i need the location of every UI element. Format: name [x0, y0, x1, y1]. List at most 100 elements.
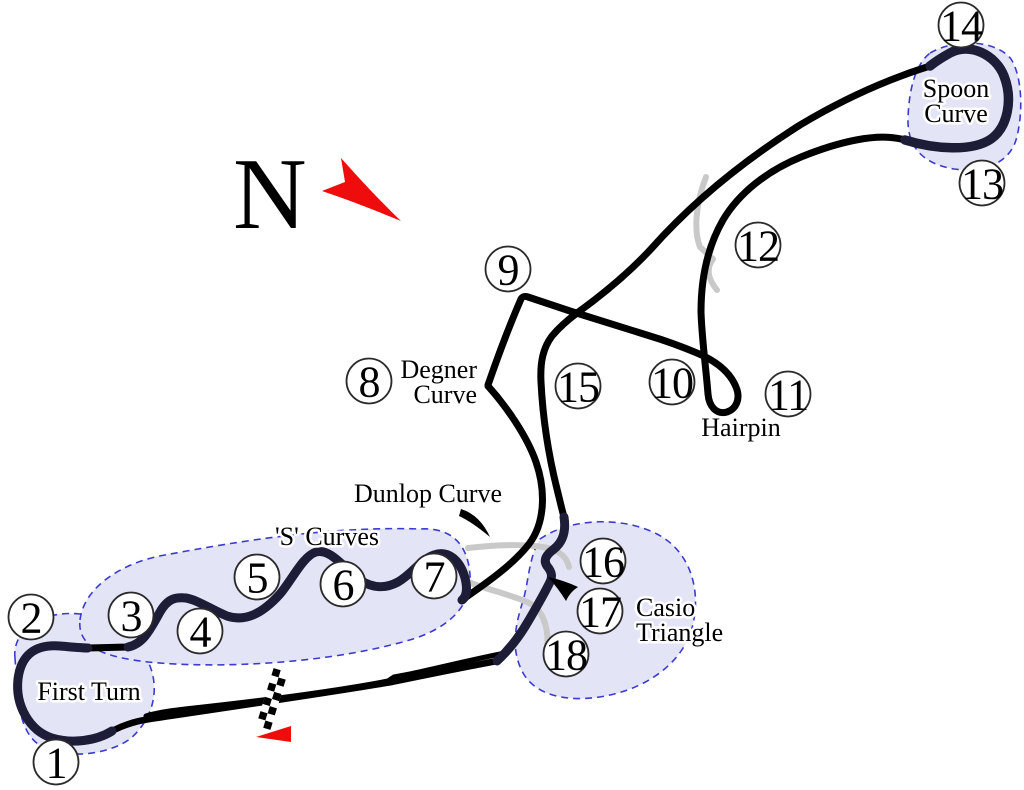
checker-square — [269, 675, 279, 685]
checker-square — [267, 706, 277, 716]
turn-marker-12: 12 — [734, 221, 782, 271]
dunlop-pointer-icon — [459, 509, 490, 537]
checker-square — [265, 713, 275, 723]
compass-north-arrow — [322, 158, 401, 221]
corner-label-degner-line2: Curve — [413, 380, 477, 409]
corner-label-casio-line2: Triangle — [636, 618, 723, 647]
corner-label-casio-line1: Casio — [636, 593, 695, 622]
track-highlighted — [13, 44, 1014, 746]
corner-label-spoon-line1: Spoon — [923, 74, 989, 103]
turn-number: 18 — [545, 631, 587, 680]
checker-square — [274, 684, 284, 695]
track-first-turn-loop — [13, 641, 117, 746]
turn-number: 17 — [579, 588, 621, 637]
turn-number: 5 — [247, 554, 268, 603]
turn-circle — [32, 738, 80, 786]
track-main-straight — [110, 657, 501, 734]
checker-square — [264, 689, 275, 699]
turn-circle — [542, 630, 590, 678]
start-finish-line — [256, 668, 288, 730]
label-pointers — [459, 509, 578, 601]
turn-circle — [734, 221, 782, 269]
turn-circle — [345, 357, 393, 405]
checker-square — [256, 718, 266, 728]
turn-circle — [107, 591, 155, 639]
checker-square — [271, 668, 281, 678]
highlight-regions — [14, 42, 1022, 755]
turn-number: 15 — [557, 363, 599, 412]
compass: N — [233, 138, 401, 251]
track-dunlop-degner-hairpin-spoon-approach — [458, 133, 909, 604]
checker-square — [269, 699, 280, 709]
turn-circle — [484, 245, 532, 293]
corner-label-spoon-line2: Curve — [924, 99, 988, 128]
turn-marker-14: 14 — [937, 1, 985, 51]
turn-circle — [319, 560, 367, 608]
turn-marker-6: 6 — [319, 560, 367, 610]
turn-number: 4 — [190, 608, 212, 657]
turn-number: 6 — [333, 561, 354, 610]
checker-square — [263, 720, 273, 730]
checker-square — [262, 696, 272, 707]
track-back-straight-130r — [537, 62, 934, 521]
turn-marker-16: 16 — [579, 537, 627, 587]
turn-number: 11 — [768, 371, 808, 420]
casio-pointer-icon — [548, 577, 578, 601]
turn-circle — [764, 370, 812, 418]
turn-circle — [579, 537, 627, 585]
track-turn3-link — [84, 643, 132, 652]
turn-circle — [233, 553, 281, 601]
turn-number: 14 — [940, 2, 983, 51]
turn-marker-10: 10 — [648, 358, 696, 408]
checker-square — [260, 703, 270, 714]
turn-number: 10 — [651, 359, 693, 408]
turn-marker-5: 5 — [233, 553, 281, 603]
track-casio-chicane — [492, 512, 570, 666]
corner-label-dunlop: Dunlop Curve — [354, 479, 502, 508]
corner-label-degner-line1: Degner — [400, 355, 477, 384]
turn-number: 8 — [359, 358, 380, 407]
corner-label-s-curves: 'S' Curves — [275, 522, 379, 551]
corner-label-first-turn: First Turn — [37, 677, 140, 706]
turn-marker-15: 15 — [554, 363, 602, 412]
turn-marker-1: 1 — [32, 738, 80, 788]
turn-circle — [7, 593, 55, 641]
turn-circle — [176, 607, 224, 655]
compass-n-label: N — [233, 138, 307, 251]
turn-circle — [410, 552, 458, 600]
race-direction-arrow — [256, 726, 291, 742]
turn-number: 2 — [21, 594, 42, 643]
turn-number: 13 — [961, 160, 1003, 209]
turn-circle — [648, 358, 696, 406]
turn-number: 12 — [737, 222, 779, 271]
turn-marker-18: 18 — [542, 630, 590, 680]
checker-square — [272, 691, 282, 702]
turn-number: 9 — [498, 246, 519, 295]
track-black — [84, 62, 934, 734]
checker-square — [258, 711, 268, 721]
checker-square — [278, 670, 288, 680]
turn-number: 1 — [46, 739, 67, 788]
checker-square — [276, 677, 286, 687]
turn-circle — [958, 159, 1006, 207]
corner-label-hairpin: Hairpin — [701, 413, 780, 442]
turn-number: 3 — [121, 592, 142, 641]
track-spoon-loop — [900, 44, 1014, 153]
turn-marker-13: 13 — [958, 159, 1006, 209]
turn-marker-2: 2 — [7, 593, 55, 643]
turn-marker-3: 3 — [107, 591, 155, 641]
turn-marker-9: 9 — [484, 245, 532, 295]
turn-circle — [937, 1, 985, 49]
turn-number: 7 — [424, 553, 445, 602]
turn-marker-7: 7 — [410, 552, 458, 602]
turn-circle — [576, 587, 624, 635]
track-s-curves — [123, 547, 471, 652]
turn-number: 16 — [582, 538, 624, 587]
turn-marker-8: 8 — [345, 357, 393, 407]
turn-marker-4: 4 — [176, 607, 224, 657]
old-track-casio-upper — [465, 541, 572, 570]
